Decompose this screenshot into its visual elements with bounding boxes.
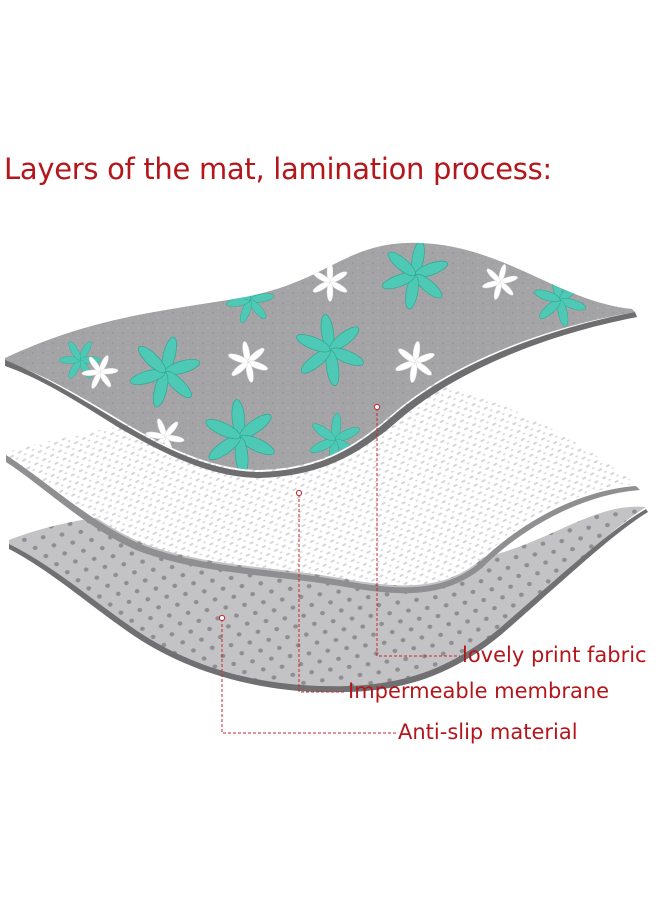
label-membrane: Impermeable membrane (348, 679, 610, 703)
diagram-title: Layers of the mat, lamination process: (4, 152, 552, 186)
leader-dot-fabric (373, 403, 381, 411)
leader-base (221, 619, 396, 734)
label-anti-slip: Anti-slip material (398, 720, 578, 744)
print-fabric-layer (5, 242, 637, 478)
leader-dot-base (218, 614, 226, 622)
callout-leaders (221, 408, 460, 734)
leader-membrane (298, 494, 346, 693)
leader-dot-membrane (295, 489, 303, 497)
label-print-fabric: lovely print fabric (462, 643, 647, 667)
leader-fabric (376, 408, 460, 657)
anti-slip-layer (9, 506, 648, 693)
